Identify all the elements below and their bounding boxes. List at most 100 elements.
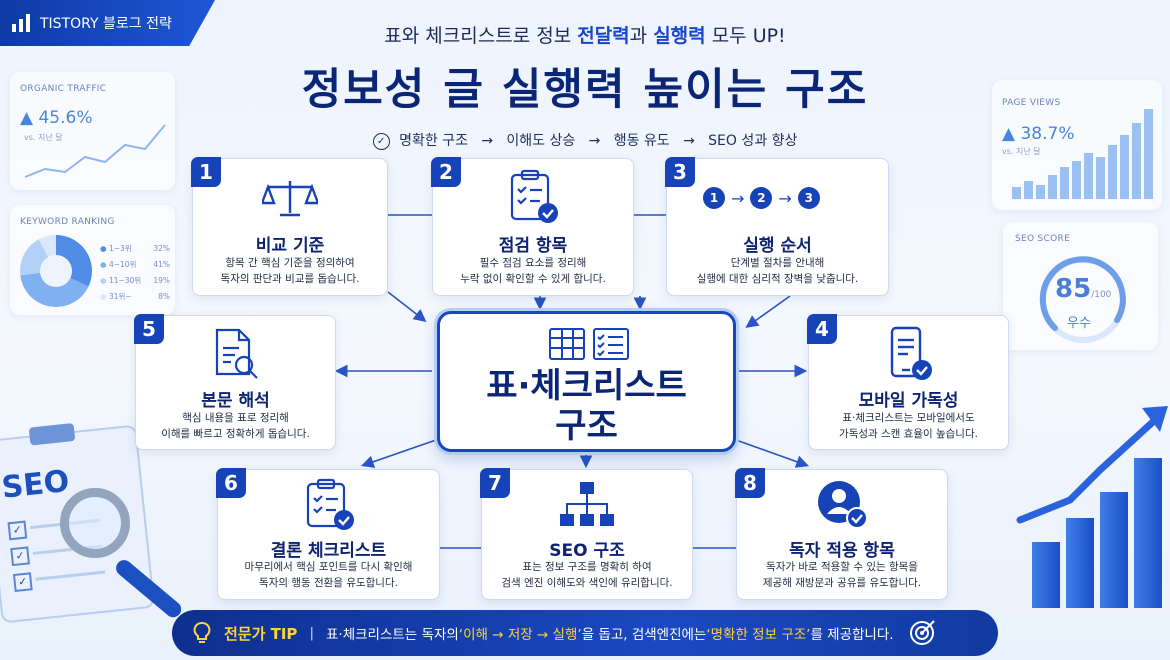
card-number: 5 xyxy=(134,314,164,344)
card-number: 3 xyxy=(665,157,695,187)
tip-highlight-1: ‘이해 → 저장 → 실행’ xyxy=(458,627,582,643)
growth-bars-illustration xyxy=(1016,406,1168,608)
scale-icon xyxy=(262,181,318,217)
traffic-label: ORGANIC TRAFFIC xyxy=(20,84,107,94)
card-number: 7 xyxy=(480,468,510,498)
sitemap-icon xyxy=(560,482,614,526)
check-circle-icon: ✓ xyxy=(372,132,390,150)
card-number: 8 xyxy=(735,468,765,498)
organic-traffic-widget: ORGANIC TRAFFIC ▲ 45.6% vs. 지난 달 xyxy=(10,72,175,190)
score-value: 85 xyxy=(1055,274,1092,304)
score-label: SEO SCORE xyxy=(1015,234,1071,244)
pageviews-value: ▲ 38.7% xyxy=(1002,124,1075,144)
tip-text-2: 을 돕고, 검색엔진에는 xyxy=(581,627,707,643)
checklist-clipboard-icon xyxy=(510,169,558,223)
score-gauge-icon xyxy=(1039,256,1126,343)
mobile-phone-icon xyxy=(890,326,932,380)
expert-tip-bar: 전문가 TIP | 표·체크리스트는 독자의 ‘이해 → 저장 → 실행’을 돕… xyxy=(172,610,998,656)
legend-row: ● 31위~8% xyxy=(100,292,170,301)
flow-step-4: SEO 성과 향상 xyxy=(708,133,798,149)
card-number: 4 xyxy=(807,314,837,344)
center-title: 표·체크리스트 구조 xyxy=(440,366,733,446)
page-title: 정보성 글 실행력 높이는 구조 xyxy=(301,65,869,115)
step-circle: 2 xyxy=(750,187,773,209)
pageviews-label: PAGE VIEWS xyxy=(1002,98,1061,108)
center-title-line1: 표·체크리스트 xyxy=(486,366,687,406)
card-title: 비교 기준 xyxy=(255,236,325,256)
card-title: SEO 구조 xyxy=(549,541,625,561)
card-title: 점검 항목 xyxy=(498,236,568,256)
lightbulb-icon xyxy=(193,622,211,643)
bar-chart-icon xyxy=(12,14,30,32)
subtitle-text-2: 과 xyxy=(629,25,654,47)
score-grade: 우수 xyxy=(1067,316,1091,331)
card-number: 6 xyxy=(216,468,246,498)
table-checklist-icon xyxy=(549,328,629,360)
step-arrow: → xyxy=(731,188,745,208)
tip-separator: | xyxy=(309,625,314,641)
center-title-line2: 구조 xyxy=(555,406,618,446)
pageviews-sub: vs. 지난 달 xyxy=(1002,147,1041,156)
card-title: 독자 적용 항목 xyxy=(789,541,895,561)
subtitle-highlight-2: 실행력 xyxy=(653,25,706,47)
tip-label: 전문가 TIP xyxy=(224,624,298,643)
flow-step-3: 행동 유도 xyxy=(613,133,670,149)
card-title: 본문 해석 xyxy=(201,391,270,411)
card-title: 모바일 가독성 xyxy=(858,391,959,411)
flow-arrow: → xyxy=(683,133,695,149)
traffic-value: ▲ 45.6% xyxy=(20,108,93,128)
card-number: 1 xyxy=(191,157,221,187)
process-flow: ✓ 명확한 구조 → 이해도 상승 → 행동 유도 → SEO 성과 향상 xyxy=(0,130,1170,150)
tip-text-3: 를 제공합니다. xyxy=(810,627,894,643)
user-check-icon xyxy=(818,481,868,529)
document-search-icon xyxy=(215,328,258,379)
blog-strategy-tag: TISTORY 블로그 전략 xyxy=(0,0,215,46)
flow-arrow: → xyxy=(481,133,494,149)
card-number: 2 xyxy=(431,157,461,187)
tag-label: TISTORY 블로그 전략 xyxy=(40,16,172,32)
seo-score-widget: SEO SCORE 85/100 우수 xyxy=(1003,222,1158,350)
subtitle-highlight-1: 전달력 xyxy=(577,25,630,47)
tip-highlight-2: ‘명확한 정보 구조’ xyxy=(706,627,811,643)
subtitle: 표와 체크리스트로 정보 전달력과 실행력 모두 UP! xyxy=(0,21,1170,48)
card-title: 결론 체크리스트 xyxy=(270,541,387,561)
step-arrow: → xyxy=(778,188,792,208)
pageviews-bars-icon xyxy=(1012,109,1153,199)
flow-step-1: 명확한 구조 xyxy=(399,133,468,149)
tip-text-1: 표·체크리스트는 독자의 xyxy=(326,627,459,643)
step-sequence: 1 → 2 → 3 xyxy=(703,187,820,209)
subtitle-text-3: 모두 UP! xyxy=(705,25,786,47)
subtitle-text: 표와 체크리스트로 정보 xyxy=(384,25,578,47)
traffic-line-icon xyxy=(24,124,166,178)
page-views-widget: PAGE VIEWS ▲ 38.7% vs. 지난 달 xyxy=(992,80,1162,210)
keyword-label: KEYWORD RANKING xyxy=(20,217,115,227)
flow-step-2: 이해도 상승 xyxy=(506,133,576,149)
flow-arrow: → xyxy=(588,133,601,149)
score-max: /100 xyxy=(1091,290,1112,300)
magnifier-icon xyxy=(60,488,130,558)
step-circle: 1 xyxy=(703,187,725,209)
checklist-clipboard-icon xyxy=(306,478,354,530)
